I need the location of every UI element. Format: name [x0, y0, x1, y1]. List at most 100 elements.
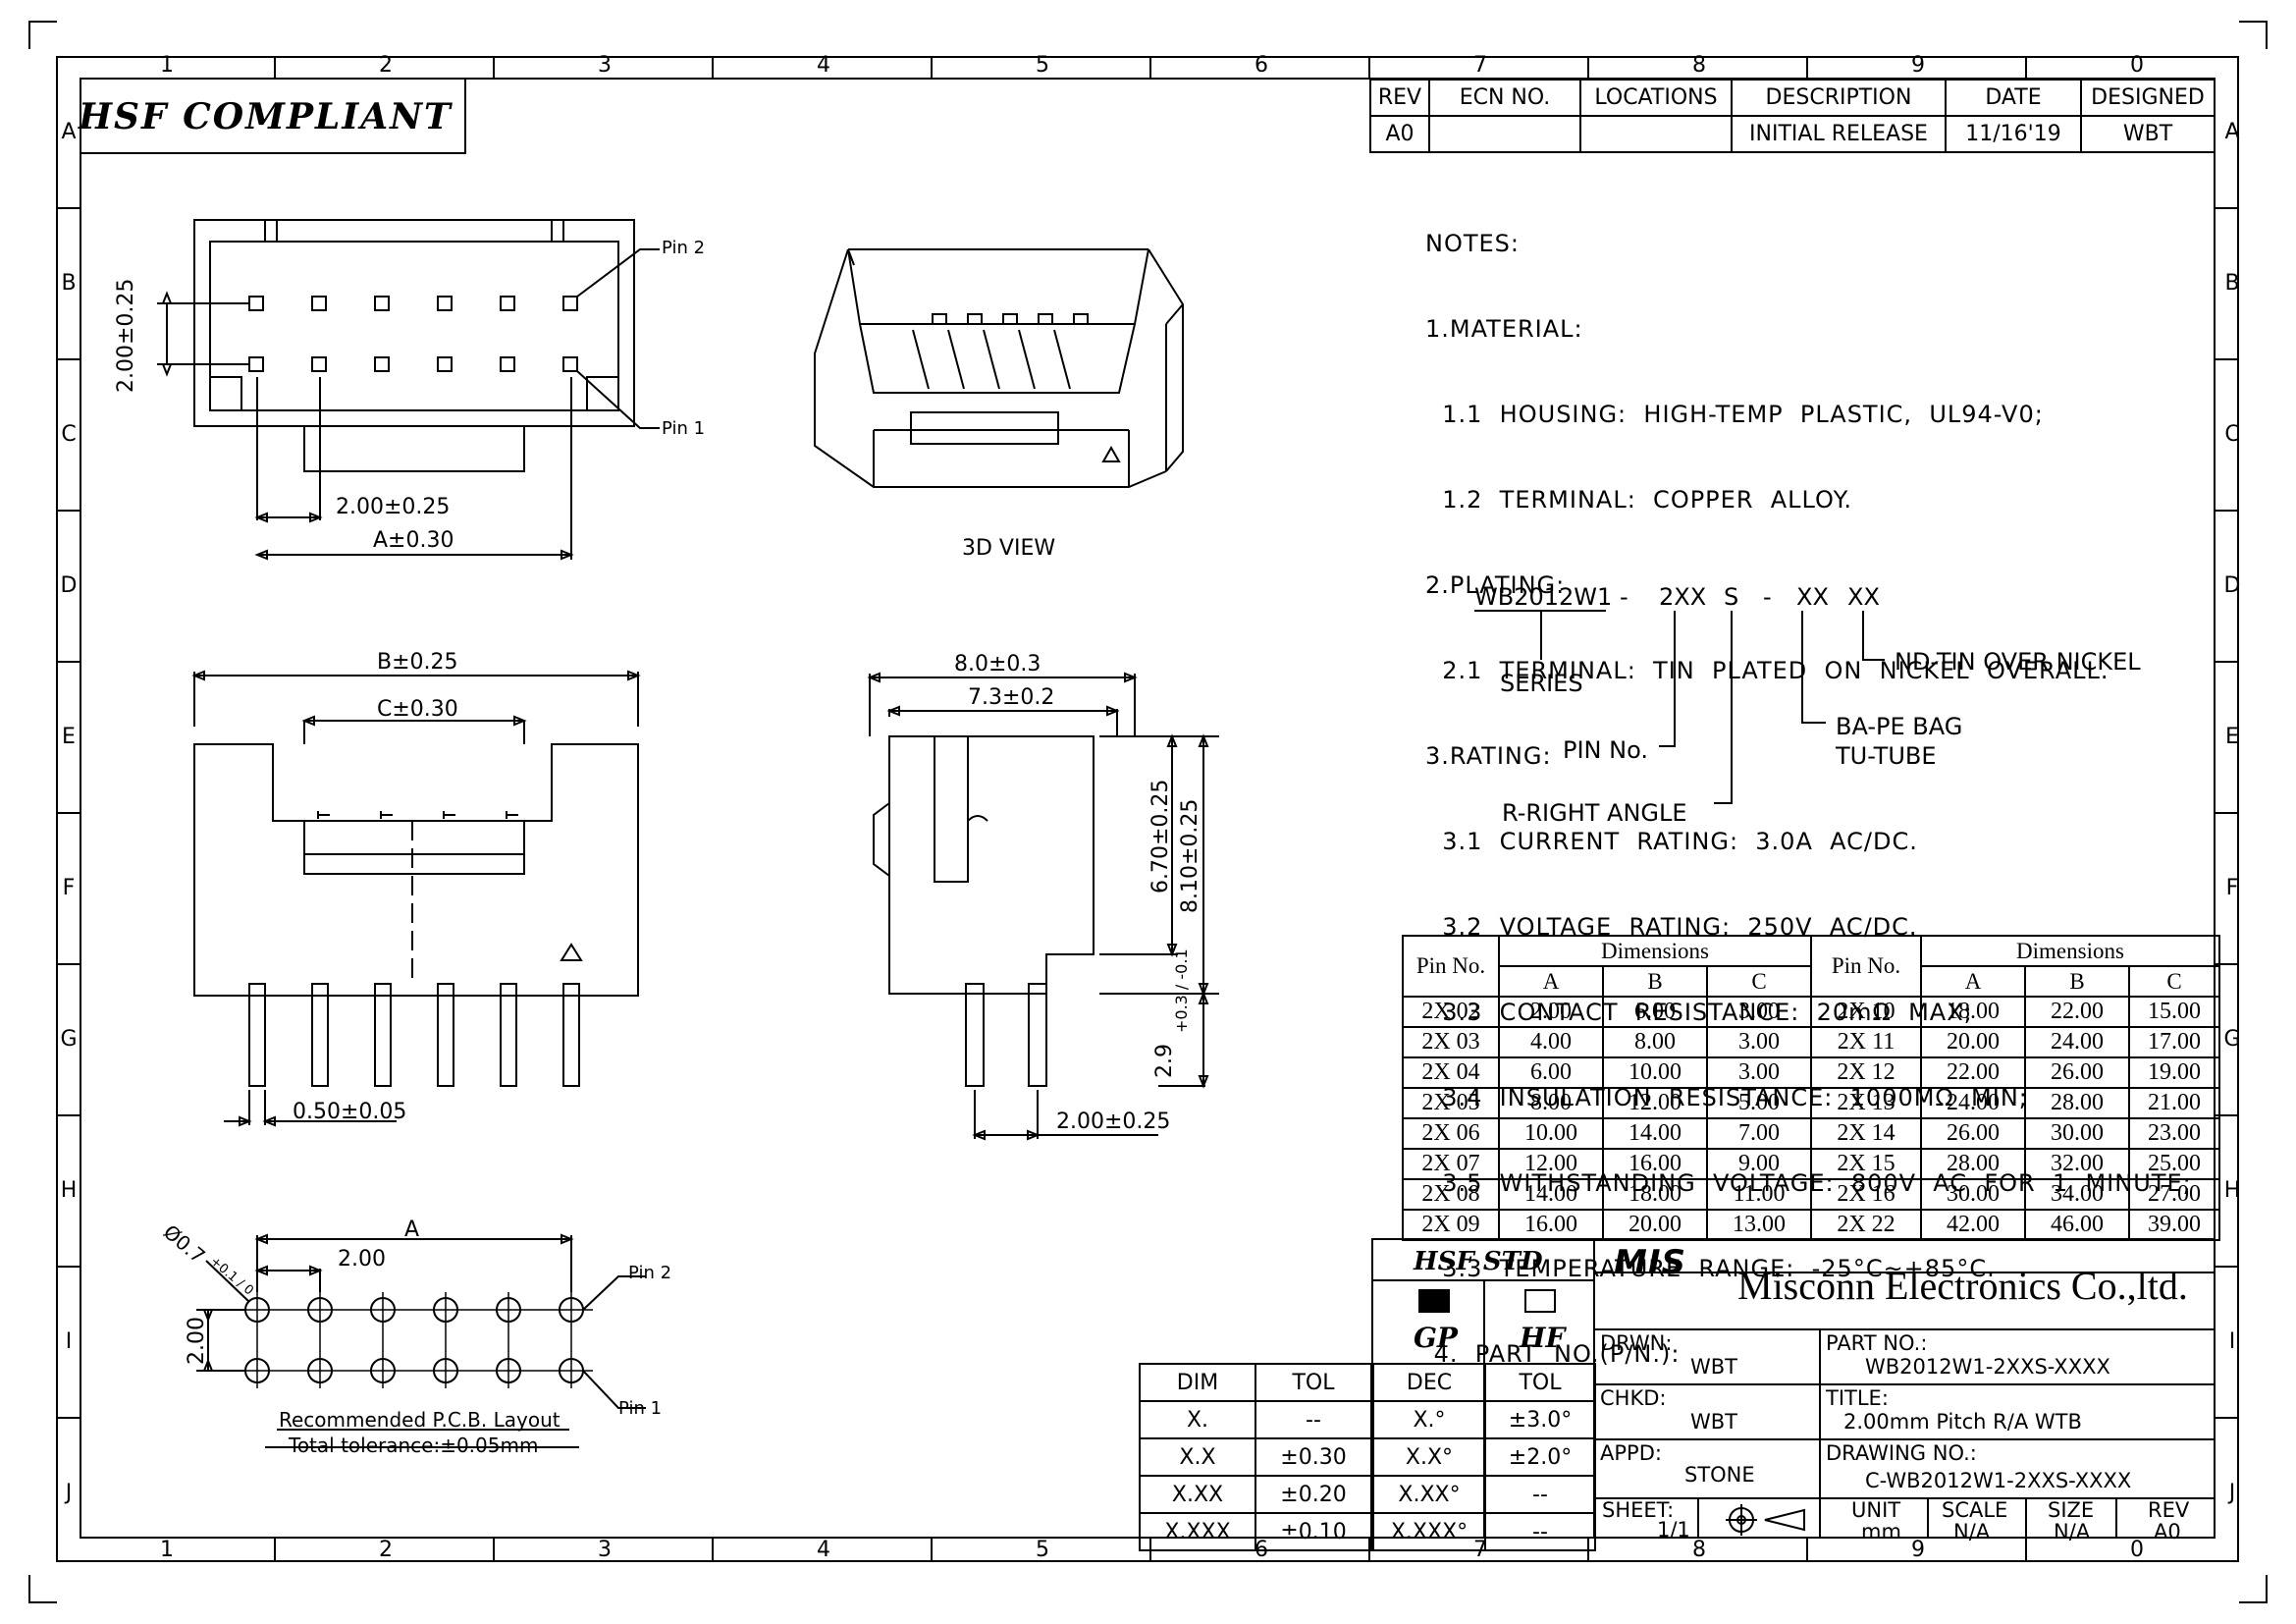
dim-a-cell: 14.00 [1498, 1178, 1604, 1211]
grid-col-7: 7 [1473, 53, 1487, 78]
dim-c-cell: 19.00 [2128, 1056, 2220, 1089]
grid-row-a-right: A [2224, 120, 2240, 144]
grid-col-1-bottom: 1 [160, 1538, 174, 1562]
table-row: X.°±3.0° [1372, 1400, 1596, 1439]
note-line: 1.MATERIAL: [1425, 315, 1583, 343]
dim-a-cell: 28.00 [1920, 1148, 2026, 1180]
pn-angle: S [1724, 583, 1739, 611]
dim-c-cell: 13.00 [1706, 1209, 1812, 1241]
dim-c-cell: 25.00 [2128, 1148, 2220, 1180]
chkd-value: WBT [1690, 1410, 1737, 1434]
dec-cell: X.XXX° [1372, 1512, 1486, 1551]
grid-row-e-right: E [2225, 725, 2239, 749]
grid-col-4-bottom: 4 [817, 1538, 830, 1562]
dim-b-cell: 30.00 [2024, 1117, 2130, 1150]
dim-a-cell: 8.00 [1498, 1087, 1604, 1119]
dim-b-cell: 20.00 [1602, 1209, 1708, 1241]
pn-series-code: WB2012W1 [1474, 583, 1613, 611]
tol-header-row: DIM TOL [1139, 1363, 1372, 1402]
top-dim-height: 2.00±0.25 [114, 278, 138, 393]
dim-b-cell: 16.00 [1602, 1148, 1708, 1180]
grid-row-i: I [65, 1329, 73, 1354]
dim-c-cell: 27.00 [2128, 1178, 2220, 1211]
dim-a-cell: 16.00 [1498, 1209, 1604, 1241]
pin-no-cell: 2X 04 [1402, 1056, 1500, 1089]
col-c-right: C [2128, 965, 2220, 998]
appd-label: APPD: [1600, 1441, 1662, 1465]
grid-row-b-right: B [2224, 271, 2240, 296]
pcb-pin1-label: Pin 1 [618, 1398, 663, 1419]
locations-header: LOCATIONS [1579, 79, 1733, 117]
scale-value: N/A [1953, 1520, 1991, 1543]
dim-a-cell: 24.00 [1920, 1087, 2026, 1119]
dim-c-cell: 23.00 [2128, 1117, 2220, 1150]
dim-b-cell: 32.00 [2024, 1148, 2130, 1180]
pin-no-cell: 2X 02 [1402, 996, 1500, 1028]
gp-label: GP [1414, 1322, 1458, 1354]
dim-header: DIM [1139, 1363, 1256, 1402]
pin-no-cell: 2X 13 [1810, 1087, 1922, 1119]
pin-no-header-left: Pin No. [1402, 935, 1500, 998]
col-c-left: C [1706, 965, 1812, 998]
date-header: DATE [1945, 79, 2082, 117]
dec-header: DEC [1372, 1363, 1486, 1402]
front-dim-c: C±0.30 [377, 697, 458, 722]
side-dim-pitch: 2.00±0.25 [1056, 1110, 1171, 1134]
dim-c-cell: 7.00 [1706, 1117, 1812, 1150]
dim-a-cell: 10.00 [1498, 1117, 1604, 1150]
hsf-compliant-label: HSF COMPLIANT [79, 96, 453, 137]
front-dim-pin: 0.50±0.05 [293, 1100, 407, 1124]
hsf-std-title: HSF STD [1414, 1247, 1543, 1276]
grid-col-9: 9 [1911, 53, 1925, 78]
grid-col-2: 2 [379, 53, 393, 78]
dim-a-cell: 26.00 [1920, 1117, 2026, 1150]
angle-tol-cell: -- [1484, 1512, 1596, 1551]
grid-col-8-bottom: 8 [1692, 1538, 1706, 1562]
dim-b-cell: 46.00 [2024, 1209, 2130, 1241]
pn-plating: XX [1847, 583, 1880, 611]
callout-angle: R-RIGHT ANGLE [1502, 799, 1687, 827]
title-value: 2.00mm Pitch R/A WTB [1843, 1410, 2082, 1434]
table-row: X.-- [1139, 1400, 1372, 1439]
dim-a-cell: 42.00 [1920, 1209, 2026, 1241]
callout-plating: ND-TIN OVER NICKEL [1895, 648, 2141, 676]
rev-cell: A0 [1369, 115, 1430, 153]
grid-col-5: 5 [1036, 53, 1049, 78]
dim-a-cell: 4.00 [1498, 1026, 1604, 1058]
pin-no-cell: 2X 08 [1402, 1178, 1500, 1211]
grid-row-g-right: G [2223, 1027, 2241, 1052]
callout-pack-tube: TU-TUBE [1836, 742, 1937, 770]
pin-no-cell: 2X 03 [1402, 1026, 1500, 1058]
angle-tol-header-row: DEC TOL [1372, 1363, 1596, 1402]
grid-col-2-bottom: 2 [379, 1538, 393, 1562]
size-value: N/A [2054, 1520, 2091, 1543]
chkd-label: CHKD: [1600, 1386, 1667, 1410]
note-line: 3.RATING: [1425, 742, 1552, 770]
dim-c-cell: 39.00 [2128, 1209, 2220, 1241]
note-line: 2.PLATING: [1425, 571, 1566, 599]
front-dim-b: B±0.25 [377, 650, 458, 675]
pcb-tolerance: Total tolerance:±0.05mm [289, 1434, 539, 1457]
description-cell: INITIAL RELEASE [1731, 115, 1947, 153]
pcb-caption: Recommended P.C.B. Layout [279, 1408, 561, 1432]
pin-no-cell: 2X 05 [1402, 1087, 1500, 1119]
dim-b-cell: 6.00 [1602, 996, 1708, 1028]
dim-cell: X.X [1139, 1437, 1256, 1477]
callout-series: SERIES [1500, 670, 1583, 697]
pin-no-cell: 2X 22 [1810, 1209, 1922, 1241]
pin-no-header-right: Pin No. [1810, 935, 1922, 998]
grid-col-1: 1 [160, 53, 174, 78]
table-row: X.XX±0.20 [1139, 1475, 1372, 1514]
dim-c-cell: 5.00 [1706, 1087, 1812, 1119]
rev-value: A0 [2154, 1520, 2181, 1543]
pcb-dim-row: 2.00 [185, 1317, 209, 1365]
pcb-dim-pitch: 2.00 [338, 1247, 386, 1272]
revision-header-row: REV ECN NO. LOCATIONS DESCRIPTION DATE D… [1369, 79, 2216, 117]
pin-no-cell: 2X 07 [1402, 1148, 1500, 1180]
col-b-right: B [2024, 965, 2130, 998]
grid-col-3-bottom: 3 [598, 1538, 612, 1562]
